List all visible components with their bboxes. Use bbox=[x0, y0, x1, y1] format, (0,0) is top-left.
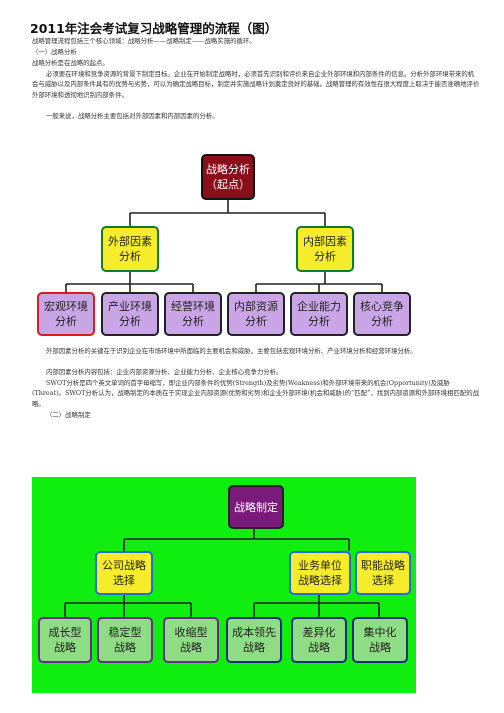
node-growth-strategy: 成长型战略 bbox=[38, 617, 92, 663]
node-internal-analysis: 内部因素分析 bbox=[296, 226, 354, 272]
paragraph-summary: 一般来说，战略分析主要包括对外部因素和内部因素的分析。 bbox=[46, 112, 219, 120]
section-heading-formulation: （二）战略制定 bbox=[46, 411, 91, 419]
node-focus-strategy: 集中化战略 bbox=[352, 617, 408, 663]
node-core-competence: 核心竞争分析 bbox=[353, 292, 411, 336]
node-external-analysis: 外部因素分析 bbox=[101, 226, 159, 272]
node-corporate-strategy: 公司战略选择 bbox=[95, 551, 153, 595]
paragraph-swot: SWOT分析是四个英文单词的首字母缩写，即企业内部条件的优势(Strength)… bbox=[32, 379, 479, 408]
node-business-unit-strategy: 业务单位战略选择 bbox=[289, 551, 351, 595]
node-cost-leadership-strategy: 成本领先战略 bbox=[226, 617, 282, 663]
paragraph-environment: 必须要在环境和竞争资源的背景下制定目标。企业在开始制定战略时，必须首先识别和评价… bbox=[32, 70, 480, 99]
paragraph-internal-factors: 内部因素分析内容包括：企业内部资源分析、企业能力分析、企业核心竞争力分析。 bbox=[46, 368, 283, 376]
paragraph-start: 战略分析是在战略的起点。 bbox=[32, 59, 109, 67]
node-functional-strategy: 职能战略选择 bbox=[355, 551, 411, 595]
node-differentiation-strategy: 差异化战略 bbox=[291, 617, 347, 663]
page-title: 2011年注会考试复习战略管理的流程（图） bbox=[30, 21, 278, 36]
node-strategy-formulation: 战略制定 bbox=[228, 485, 284, 529]
node-industry-environment: 产业环境分析 bbox=[101, 292, 159, 336]
diagram2-connectors bbox=[64, 529, 380, 617]
node-retrenchment-strategy: 收缩型战略 bbox=[163, 617, 219, 663]
node-operating-environment: 经营环境分析 bbox=[164, 292, 222, 336]
paragraph-intro: 战略管理流程包括三个核心领域：战略分析——战略制定——战略实施的循环。 bbox=[32, 37, 256, 45]
strategy-formulation-diagram: 战略制定 公司战略选择 业务单位战略选择 职能战略选择 成长型战略 稳定型战略 … bbox=[32, 477, 416, 693]
node-internal-resources: 内部资源分析 bbox=[227, 292, 285, 336]
section-heading-analysis: （一）战略分析 bbox=[32, 48, 77, 56]
node-enterprise-capability: 企业能力分析 bbox=[290, 292, 348, 336]
paragraph-external-factors: 外部因素分析的关键在于识别企业在市场环境中所面临的主要机会和威胁，主要包括宏观环… bbox=[46, 347, 417, 355]
node-stability-strategy: 稳定型战略 bbox=[97, 617, 153, 663]
node-macro-environment: 宏观环境分析 bbox=[37, 292, 95, 336]
node-strategy-analysis: 战略分析（起点） bbox=[201, 154, 255, 200]
